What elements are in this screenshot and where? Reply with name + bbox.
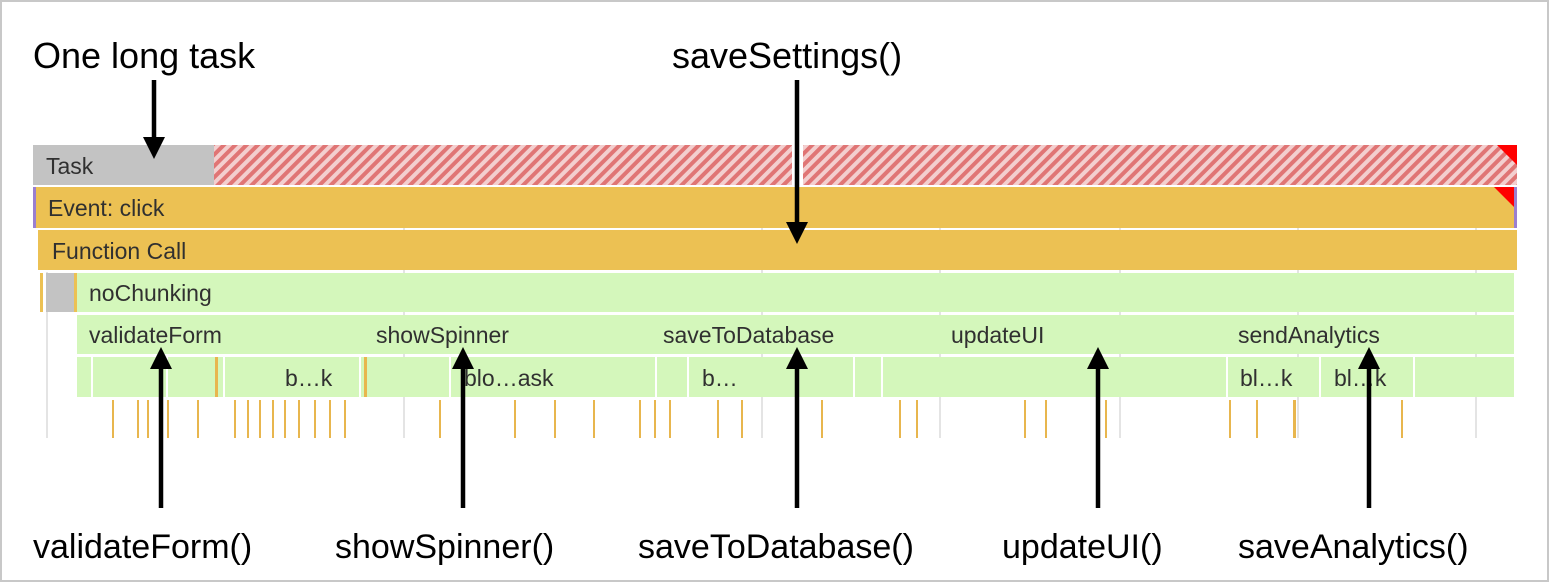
event-corner-marker <box>1494 187 1514 207</box>
long-task-corner-marker <box>1497 145 1517 165</box>
functions-bar[interactable] <box>77 315 1514 354</box>
arrow-update-ui <box>1087 347 1109 508</box>
function-label-update-ui: updateUI <box>951 322 1044 348</box>
subcall-marker <box>364 357 367 397</box>
subcall-separators <box>91 357 1415 397</box>
arrow-save-to-database <box>786 347 808 508</box>
event-click-bar[interactable] <box>33 187 1517 228</box>
annotation-save-to-database: saveToDatabase() <box>638 528 914 566</box>
subcall-label: bl…k <box>1334 365 1387 391</box>
functions-row: validateForm showSpinner saveToDatabase … <box>77 315 1514 354</box>
function-label-send-analytics: sendAnalytics <box>1238 322 1380 348</box>
long-task-overflow <box>803 145 1517 185</box>
subcall-label: b…k <box>285 365 333 391</box>
task-bar[interactable] <box>33 145 214 185</box>
subcall-marker <box>215 357 218 397</box>
arrow-save-analytics <box>1358 347 1380 508</box>
annotation-show-spinner: showSpinner() <box>335 528 554 566</box>
micro-task-ticks <box>112 400 1403 438</box>
grid-lines <box>46 187 1477 438</box>
event-label: Event: click <box>48 195 165 221</box>
task-row: Task <box>33 145 1517 185</box>
arrow-long-task <box>143 80 165 159</box>
arrow-show-spinner <box>452 347 474 508</box>
annotation-save-analytics: saveAnalytics() <box>1238 528 1469 566</box>
small-task-marker <box>46 273 74 312</box>
small-call-marker <box>74 273 77 312</box>
arrow-save-settings <box>786 80 808 244</box>
function-call-row: Function Call <box>38 230 1517 270</box>
no-chunking-label: noChunking <box>89 280 212 306</box>
event-edge-left <box>33 187 36 228</box>
arrow-validate-form <box>150 347 172 508</box>
function-label-validate-form: validateForm <box>89 322 222 348</box>
event-row: Event: click <box>33 187 1517 228</box>
long-task-overflow <box>214 145 792 185</box>
annotation-save-settings: saveSettings() <box>672 35 902 76</box>
function-label-show-spinner: showSpinner <box>376 322 509 348</box>
annotation-one-long-task: One long task <box>33 35 256 76</box>
function-label-save-to-database: saveToDatabase <box>663 322 834 348</box>
no-chunking-bar[interactable] <box>77 273 1514 312</box>
task-label: Task <box>46 153 94 179</box>
subcall-label: b… <box>702 365 738 391</box>
arrows <box>143 80 1380 508</box>
event-edge-right <box>1514 187 1517 228</box>
subcall-label: bl…k <box>1240 365 1293 391</box>
annotation-update-ui: updateUI() <box>1002 528 1163 566</box>
subcall-label: blo…ask <box>464 365 554 391</box>
annotation-validate-form: validateForm() <box>33 528 252 566</box>
function-call-bar[interactable] <box>38 230 1517 270</box>
small-call-marker <box>40 273 43 312</box>
function-call-label: Function Call <box>52 238 186 264</box>
no-chunking-row: noChunking <box>40 273 1514 312</box>
